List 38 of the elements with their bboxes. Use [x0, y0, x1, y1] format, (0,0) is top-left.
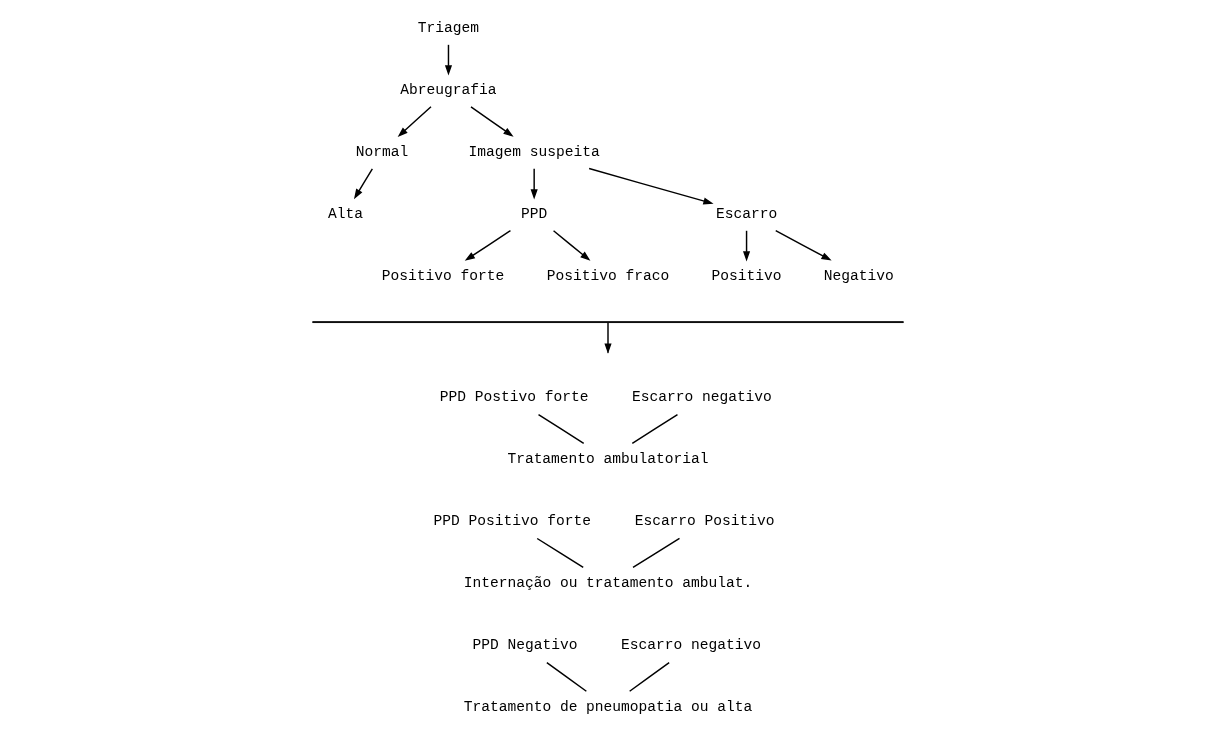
arrow [552, 230, 591, 261]
connector [546, 661, 588, 692]
node-text: Escarro [715, 205, 778, 222]
node-text: Abreugrafia [400, 81, 497, 98]
node-text: PPD Postivo forte [439, 389, 589, 406]
node-text: Negativo [823, 267, 894, 284]
arrow [464, 229, 512, 261]
arrow [775, 229, 832, 261]
arrow [470, 106, 514, 137]
arrow [588, 167, 714, 205]
arrow [743, 230, 751, 262]
node-text: Positivo fraco [546, 267, 670, 284]
arrow [397, 106, 432, 137]
node-text: Escarro negativo [620, 637, 761, 654]
node-text: PPD Negativo [472, 637, 578, 654]
node-text: PPD [521, 205, 548, 222]
node-text: Tratamento de pneumopatia ou alta [463, 699, 753, 716]
node-text: Imagem suspeita [468, 143, 600, 160]
arrow [530, 168, 538, 200]
node-text: Normal [355, 143, 409, 160]
node-text: Internação ou tratamento ambulat. [463, 575, 753, 592]
connector [628, 661, 670, 692]
connector [631, 413, 679, 445]
node-text: Tratamento ambulatorial [507, 451, 709, 468]
node-text: Positivo [711, 267, 782, 284]
arrow [353, 168, 374, 200]
node-text: Escarro negativo [631, 389, 772, 406]
node-text: Escarro Positivo [634, 513, 775, 530]
connector [632, 537, 681, 569]
arrow [604, 321, 612, 354]
node-bar [312, 321, 904, 323]
node-text: Triagem [417, 19, 480, 36]
arrow [444, 44, 453, 76]
connector [536, 537, 584, 569]
node-text: Positivo forte [381, 267, 505, 284]
node-text: PPD Positivo forte [433, 513, 592, 530]
connector [537, 413, 585, 445]
node-text: Alta [327, 205, 363, 222]
